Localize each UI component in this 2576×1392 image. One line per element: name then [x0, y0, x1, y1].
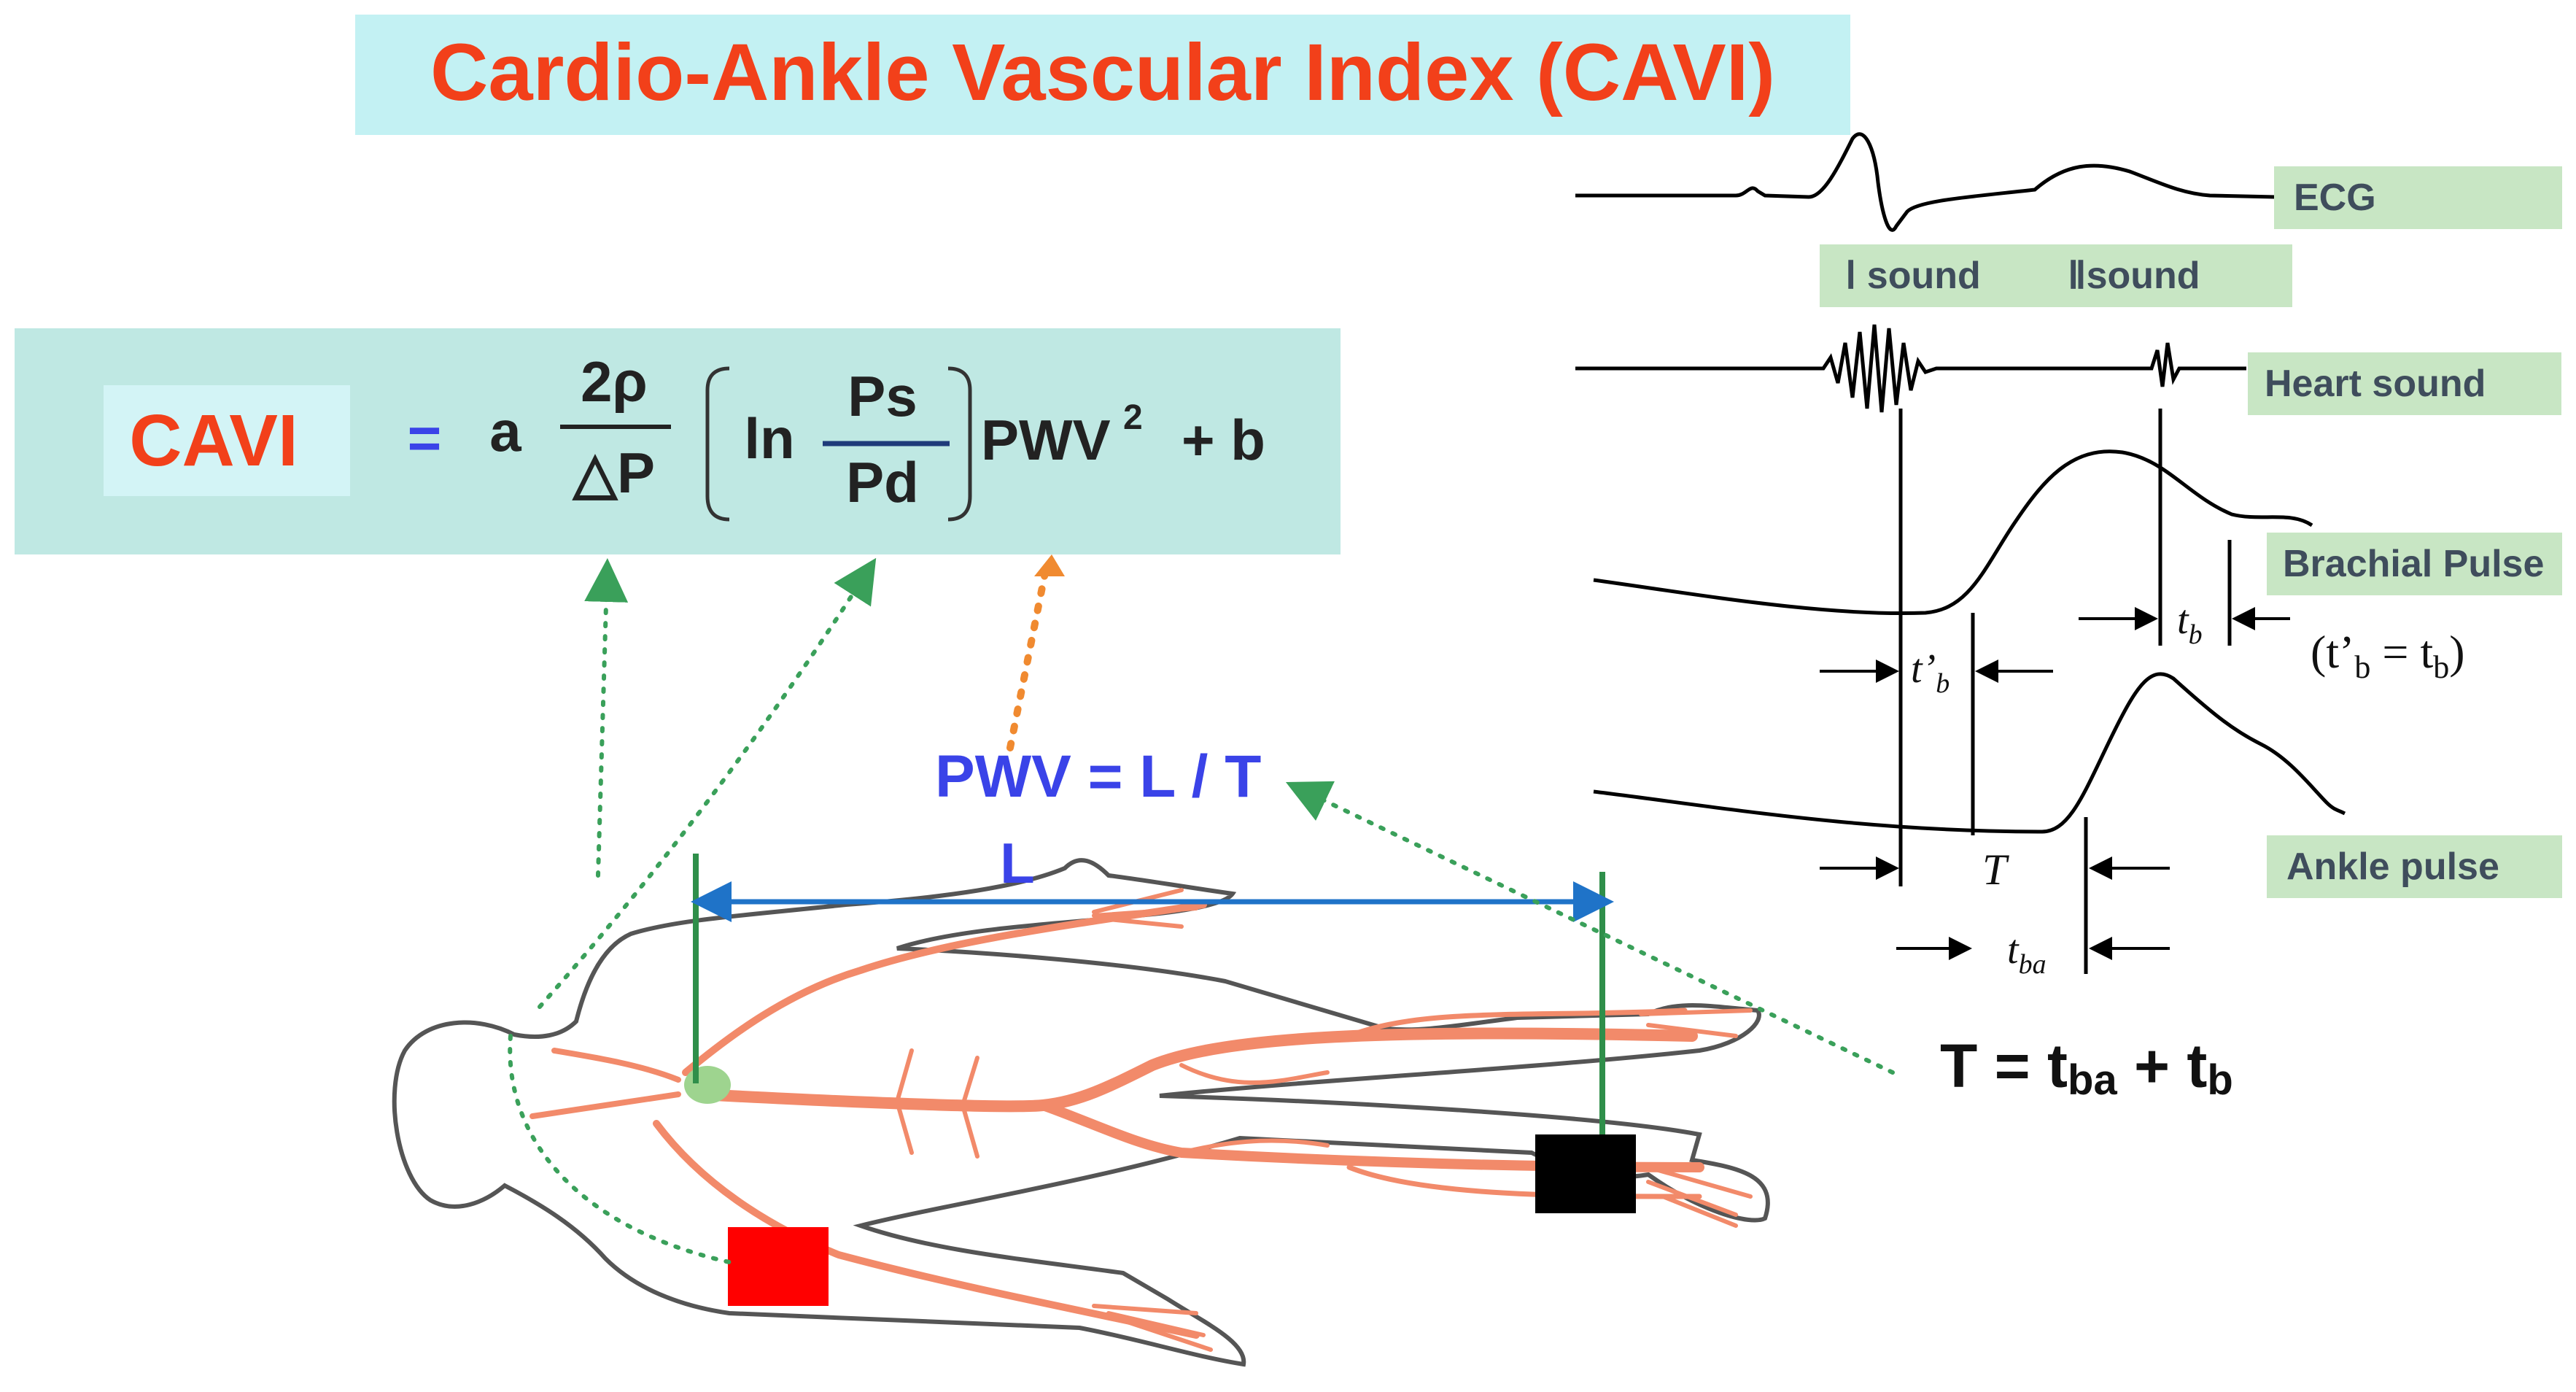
dotted-arrow-to-frac1: [538, 557, 877, 1009]
svg-text:Brachial Pulse: Brachial Pulse: [2283, 543, 2544, 585]
waveform-label-sounds: Ⅰ sound Ⅱsound: [1820, 244, 2292, 307]
foot-veins-lower: [1646, 1165, 1753, 1228]
artery-network: [529, 888, 1753, 1352]
arm-lower-artery: [653, 1120, 1200, 1339]
hand-veins-lower: [1092, 1304, 1213, 1352]
t-ba-label: tba: [2007, 927, 2047, 980]
small-branch-2: [895, 1099, 914, 1155]
t-eq-sub-ba: ba: [2068, 1056, 2117, 1104]
t-equation: T = tba + tb: [1940, 1032, 2233, 1104]
formula-plus-b: + b: [1182, 408, 1265, 472]
thigh-branch-2: [1179, 1138, 1330, 1155]
pwv-equation: PWV = L / T: [935, 743, 1261, 810]
dotted-arrow-to-a: [584, 558, 629, 878]
arm-upper-artery: [682, 901, 1207, 1076]
heart-marker: [684, 1066, 731, 1104]
formula-left-bracket: [705, 366, 730, 522]
aorta: [694, 1027, 1698, 1113]
hand-veins-upper: [1092, 888, 1198, 929]
length-label: L: [1000, 831, 1035, 895]
dotted-arrow-to-pwv-eq: [1285, 781, 1895, 1075]
formula-frac2-numerator: Ps: [847, 364, 917, 428]
t-eq-main: T = t: [1940, 1032, 2068, 1100]
page-title: Cardio-Ankle Vascular Index (CAVI): [430, 28, 1775, 117]
sound-2-label: Ⅱsound: [2068, 255, 2200, 297]
formula-frac2-denominator: Pd: [846, 450, 919, 514]
formula-pwv-exponent: 2: [1123, 398, 1143, 437]
waveform-label-ankle-pulse: Ankle pulse: [2267, 835, 2562, 898]
T-interval-label: T: [1982, 846, 2009, 894]
t-eq-plus: + t: [2117, 1032, 2208, 1100]
waveforms: [1575, 132, 2346, 974]
svg-text:T = tba + tb: T = tba + tb: [1940, 1032, 2233, 1104]
formula-cavi-label: CAVI: [129, 400, 298, 482]
small-branch-1: [895, 1048, 914, 1104]
t-b-label: tb: [2177, 598, 2203, 650]
title-banner: Cardio-Ankle Vascular Index (CAVI): [355, 15, 1850, 135]
formula-pwv: PWV: [981, 408, 1111, 472]
orange-arrowhead: [1034, 554, 1065, 576]
interval-markers: [1820, 607, 2290, 960]
formula-frac1-denominator: △P: [572, 441, 655, 505]
small-branch-4: [961, 1103, 979, 1159]
waveform-label-brachial-pulse: Brachial Pulse: [2267, 533, 2562, 595]
body-figure: [392, 858, 1770, 1367]
svg-text:ECG: ECG: [2294, 177, 2376, 219]
ankle-pulse-trace: [1593, 672, 2346, 834]
neck-branch: [529, 1091, 681, 1119]
waveform-label-heart-sound: Heart sound: [2248, 352, 2561, 415]
ankle-cuff: [1535, 1134, 1636, 1213]
t-eq-sub-b: b: [2207, 1056, 2232, 1104]
sound-1-label: Ⅰ sound: [1845, 255, 1981, 297]
brachial-cuff: [728, 1227, 829, 1306]
formula-ln: ln: [744, 406, 794, 471]
small-branch-3: [961, 1056, 979, 1107]
formula-right-bracket: [947, 366, 972, 522]
dotted-line-head-to-cuff: [508, 1034, 732, 1264]
thigh-branch-1: [1179, 1063, 1330, 1085]
formula-equals: =: [408, 406, 442, 471]
formula-a: a: [489, 399, 521, 463]
cavi-formula: CAVI = a 2ρ △P ln Ps Pd PWV 2 + b: [15, 328, 1341, 554]
svg-text:Ankle pulse: Ankle pulse: [2286, 846, 2499, 888]
carotid-artery: [551, 1048, 681, 1083]
svg-text:Heart sound: Heart sound: [2265, 363, 2486, 405]
body-outline: [392, 858, 1770, 1367]
heart-sound-trace: [1575, 324, 2246, 413]
waveform-label-ecg: ECG: [2274, 166, 2562, 229]
t-equality-note: (t’b = tb): [2311, 626, 2465, 685]
formula-frac1-numerator: 2ρ: [581, 349, 648, 414]
leg-upper-branch: [1346, 1008, 1688, 1039]
ecg-trace: [1575, 132, 2276, 232]
brachial-pulse-trace: [1593, 449, 2313, 616]
foot-veins-upper: [1639, 1008, 1753, 1038]
t-prime-b-label: t’b: [1911, 646, 1950, 699]
dotted-arrow-to-pwv-squared: [1006, 562, 1050, 751]
leg-lower-branch: [1346, 1164, 1702, 1199]
